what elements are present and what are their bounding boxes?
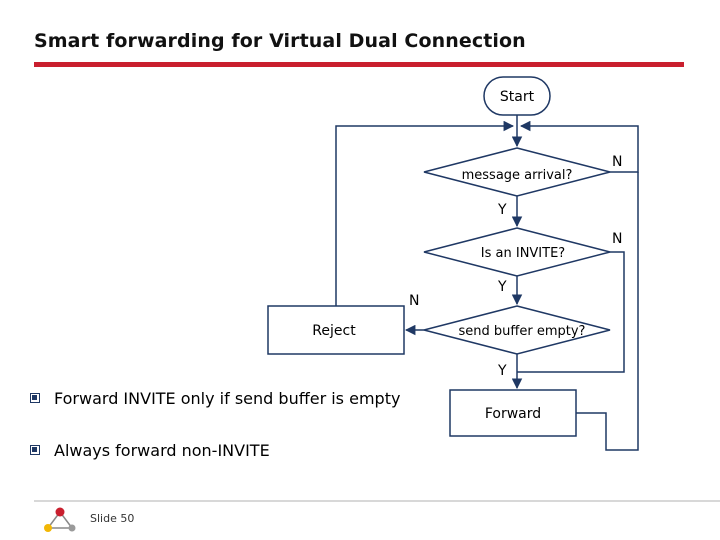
bullet-text: Always forward non-INVITE xyxy=(54,440,270,460)
label-n-mid: N xyxy=(612,231,622,247)
forward-node xyxy=(449,389,577,437)
checkbox-bullet-icon xyxy=(30,393,40,403)
decision-message-arrival-label: message arrival? xyxy=(462,168,573,183)
label-y-1: Y xyxy=(497,202,507,218)
forward-label: Forward xyxy=(485,406,541,422)
title-divider xyxy=(34,62,684,67)
bullet-item: Forward INVITE only if send buffer is em… xyxy=(30,386,400,410)
edge-forward-loop xyxy=(576,172,639,451)
edge-message-no-loop xyxy=(519,120,639,173)
start-label: Start xyxy=(500,89,535,105)
label-y-3: Y xyxy=(497,363,507,379)
edge-invite-no xyxy=(517,251,625,373)
label-y-2: Y xyxy=(497,279,507,295)
network-nodes-logo-icon xyxy=(44,507,76,532)
label-n-left: N xyxy=(409,293,419,309)
decision-invite-label: Is an INVITE? xyxy=(481,246,565,261)
checkbox-bullet-icon xyxy=(30,445,40,455)
reject-node xyxy=(267,305,405,355)
bullet-item: Always forward non-INVITE xyxy=(30,438,400,462)
decision-buffer-label: send buffer empty? xyxy=(459,324,586,339)
label-n-top: N xyxy=(612,154,622,170)
bullet-text: Forward INVITE only if send buffer is em… xyxy=(54,388,401,408)
slide-title: Smart forwarding for Virtual Dual Connec… xyxy=(34,30,526,52)
edge-reject-loop xyxy=(335,120,515,306)
reject-label: Reject xyxy=(312,323,356,339)
footer-divider xyxy=(34,500,720,502)
slide-number: Slide 50 xyxy=(90,512,135,525)
bullet-list: Forward INVITE only if send buffer is em… xyxy=(30,386,400,490)
